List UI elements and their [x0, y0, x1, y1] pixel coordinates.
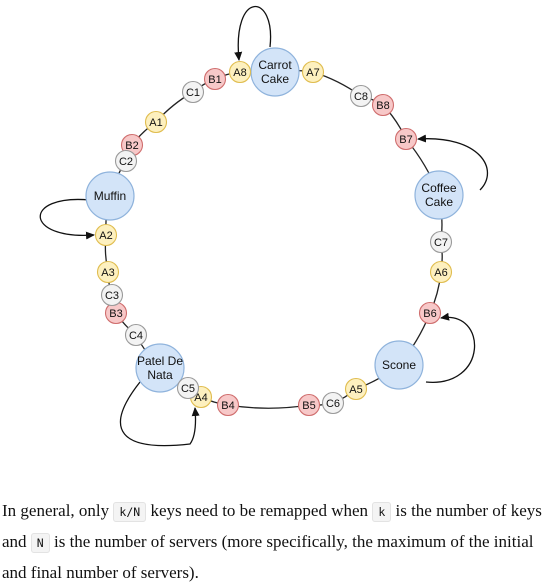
server-label: Coffee [421, 181, 456, 195]
key-label: B2 [125, 140, 138, 152]
key-circle [349, 84, 373, 108]
server-label: Cake [261, 72, 289, 86]
carrot-cake-loop-arrow [234, 5, 272, 61]
key-node-a6: A6 [429, 260, 453, 284]
key-node-b7: B7 [394, 127, 418, 151]
key-circle [394, 127, 418, 151]
muffin-loop-arrow [39, 198, 95, 240]
key-label: A3 [101, 267, 114, 279]
key-circle [418, 301, 442, 325]
server-circle [414, 170, 464, 220]
key-label: A8 [233, 67, 246, 79]
key-node-c3: C3 [100, 283, 124, 307]
paragraph-text-3: is the number of keys and [2, 501, 542, 551]
key-node-b6: B6 [418, 301, 442, 325]
key-label: C4 [129, 330, 143, 342]
explanation-paragraph: In general, only k/N keys need to be rem… [2, 496, 547, 588]
key-node-a5: A5 [344, 377, 368, 401]
key-circle [124, 323, 148, 347]
key-node-c6: C6 [321, 391, 345, 415]
key-node-a8: A8 [228, 60, 252, 84]
key-node-a2: A2 [94, 223, 118, 247]
key-circle [203, 67, 227, 91]
key-node-b1: B1 [203, 67, 227, 91]
key-label: C6 [326, 398, 340, 410]
key-circle [94, 223, 118, 247]
paragraph-text-4: is the number of servers (more specifica… [2, 532, 534, 582]
key-node-a3: A3 [96, 260, 120, 284]
key-circle [429, 260, 453, 284]
key-node-c4: C4 [124, 323, 148, 347]
patel-de-nata-loop-arrow [120, 381, 200, 447]
server-label: Muffin [94, 189, 126, 203]
key-node-a1: A1 [144, 110, 168, 134]
server-label: Cake [425, 195, 453, 209]
key-node-c7: C7 [429, 230, 453, 254]
key-label: C8 [354, 91, 368, 103]
key-node-b3: B3 [104, 301, 128, 325]
paragraph-text-1: In general, only [2, 501, 114, 520]
key-label: B5 [302, 400, 315, 412]
server-node-muffin: Muffin [85, 171, 135, 221]
key-circle [100, 283, 124, 307]
key-node-b8: B8 [371, 93, 395, 117]
key-label: B1 [208, 74, 221, 86]
coffee-cake-loop-arrow [417, 134, 489, 191]
server-circle [135, 343, 185, 393]
key-node-c2: C2 [114, 149, 138, 173]
server-label: Patel De [137, 354, 183, 368]
key-circle [297, 393, 321, 417]
server-circle [85, 171, 135, 221]
key-label: C7 [434, 237, 448, 249]
key-label: A7 [306, 67, 319, 79]
key-label: A2 [99, 230, 112, 242]
key-circle [228, 60, 252, 84]
key-circle [429, 230, 453, 254]
key-label: A5 [349, 384, 362, 396]
key-label: C1 [186, 87, 200, 99]
key-node-c5: C5 [176, 376, 200, 400]
server-circle [374, 340, 424, 390]
code-k: k [372, 502, 392, 522]
key-label: B3 [109, 308, 122, 320]
code-k-over-n: k/N [113, 502, 147, 522]
key-node-b5: B5 [297, 393, 321, 417]
key-label: C3 [105, 290, 119, 302]
paragraph-text-2: keys need to be remapped when [146, 501, 373, 520]
key-label: B7 [399, 134, 412, 146]
key-circle [144, 110, 168, 134]
key-circle [321, 391, 345, 415]
key-node-c1: C1 [181, 80, 205, 104]
scone-loop-arrow [425, 312, 476, 383]
key-circle [344, 377, 368, 401]
server-label: Nata [147, 368, 173, 382]
key-label: B8 [376, 100, 389, 112]
server-node-scone: Scone [374, 340, 424, 390]
key-circle [176, 376, 200, 400]
key-label: C5 [181, 383, 195, 395]
key-node-a7: A7 [301, 60, 325, 84]
key-node-c8: C8 [349, 84, 373, 108]
key-node-b4: B4 [216, 393, 240, 417]
server-label: Carrot [258, 58, 292, 72]
key-label: B4 [221, 400, 234, 412]
key-label: B6 [423, 308, 436, 320]
key-label: A6 [434, 267, 447, 279]
key-circle [96, 260, 120, 284]
key-circle [371, 93, 395, 117]
key-circle [216, 393, 240, 417]
key-label: A4 [194, 392, 207, 404]
key-circle [301, 60, 325, 84]
key-circle [114, 149, 138, 173]
key-label: A1 [149, 117, 162, 129]
code-n: N [30, 533, 50, 553]
key-circle [181, 80, 205, 104]
key-label: C2 [119, 156, 133, 168]
server-label: Scone [382, 358, 416, 372]
